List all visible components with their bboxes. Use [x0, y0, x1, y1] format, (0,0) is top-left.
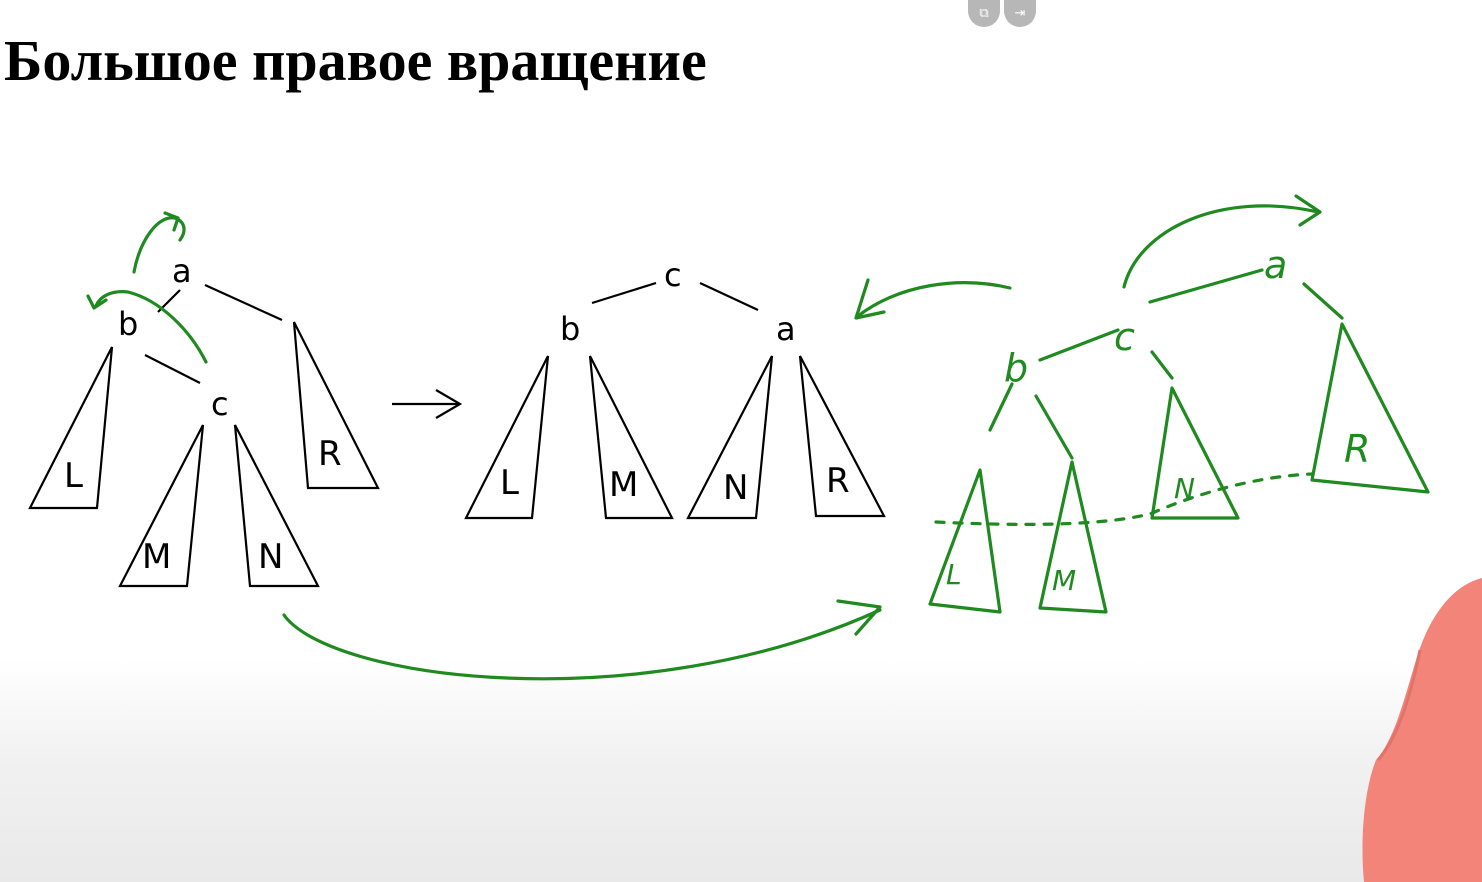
edge-b-l	[988, 382, 1014, 432]
edge-c-a	[699, 282, 759, 311]
subtree-r-triangle	[798, 355, 886, 518]
left-tree-edges	[144, 283, 283, 384]
subtree-r-label: R	[1344, 427, 1370, 471]
node-a-label: a	[776, 310, 796, 348]
left-pen-annotations	[86, 211, 208, 364]
edge-b-m	[1034, 394, 1074, 460]
subtree-l-triangle	[28, 346, 114, 510]
subtree-m-triangle	[1038, 460, 1108, 614]
popout-icon[interactable]: ⧉	[968, 0, 1000, 27]
subtree-m-triangle	[118, 424, 205, 588]
edge-c-a	[1148, 268, 1264, 304]
subtree-n-label: N	[723, 468, 748, 508]
node-b-label: b	[118, 305, 138, 343]
subtree-l-triangle	[928, 468, 1002, 614]
subtree-m-label: M	[142, 537, 171, 577]
node-a-label: a	[172, 252, 192, 290]
presenter-figure	[1362, 578, 1482, 882]
middle-tree: c b a L M N R	[464, 256, 886, 520]
edge-c-b	[591, 281, 657, 305]
left-tree: a b c L R M N	[28, 252, 380, 588]
bottom-green-arrow	[282, 599, 882, 681]
sketch-tree: b c a L M N R	[854, 194, 1430, 614]
arc-c-to-a	[1122, 204, 1320, 289]
subtree-m-triangle	[588, 355, 674, 520]
subtree-n-triangle	[233, 424, 320, 588]
node-c-label: c	[664, 256, 682, 294]
subtree-r-triangle	[1310, 322, 1430, 494]
video-toolbar: ⧉ ⇥	[968, 0, 1036, 28]
slide-title: Большое правое вращение	[4, 28, 707, 93]
node-c-label: c	[211, 385, 229, 423]
edge-b-c	[144, 354, 201, 384]
dashed-level-line	[934, 472, 1314, 526]
subtree-l-label: L	[500, 463, 519, 503]
subtree-n-triangle	[1150, 386, 1240, 520]
exit-icon[interactable]: ⇥	[1004, 0, 1036, 27]
subtree-r-label: R	[318, 434, 342, 474]
edge-a-r	[204, 283, 283, 322]
subtree-m-label: M	[609, 465, 638, 505]
subtree-n-triangle	[686, 355, 774, 520]
edge-a-r	[1302, 282, 1344, 320]
subtree-n-label: N	[1174, 472, 1195, 505]
node-a-label: a	[1264, 243, 1287, 287]
subtree-r-label: R	[826, 461, 850, 501]
subtree-r-triangle	[292, 321, 380, 490]
subtree-l-label: L	[64, 456, 83, 496]
curved-arrow-b	[94, 290, 208, 364]
transform-arrow	[392, 389, 463, 419]
node-c-label: c	[1114, 315, 1135, 359]
edge-c-n	[1150, 350, 1174, 380]
subtree-l-label: L	[946, 558, 962, 591]
subtree-n-label: N	[258, 537, 283, 577]
subtree-l-triangle	[464, 355, 550, 520]
arrow-to-middle	[856, 281, 1012, 318]
edge-b-c	[1038, 328, 1120, 362]
subtree-m-label: M	[1052, 564, 1076, 597]
node-b-label: b	[1004, 346, 1028, 390]
node-b-label: b	[560, 310, 580, 348]
